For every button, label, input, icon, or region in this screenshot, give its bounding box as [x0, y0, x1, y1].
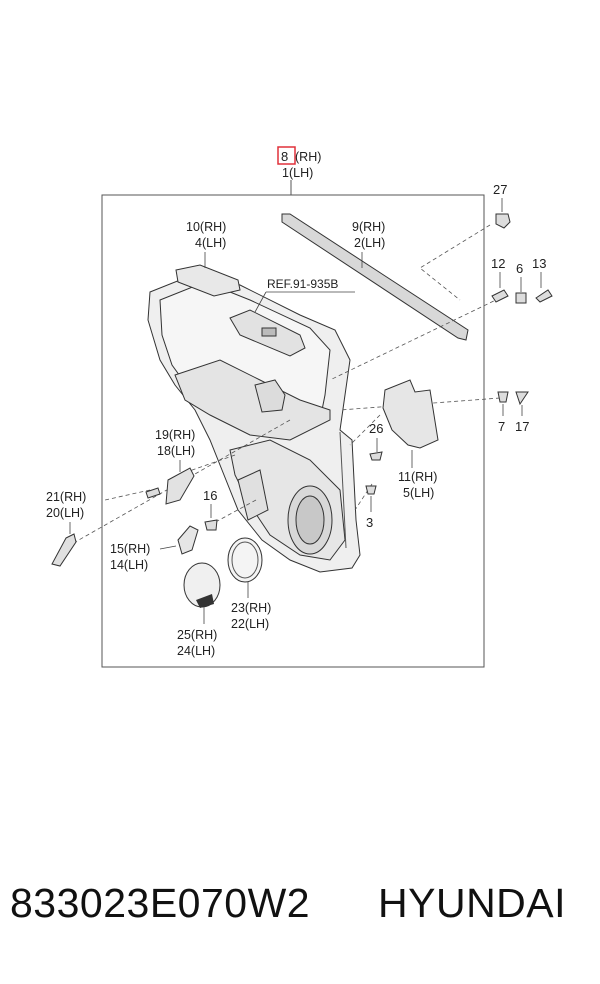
speaker-ring-inner	[231, 541, 259, 579]
callout-2: 2(LH)	[354, 236, 385, 250]
speaker-cover-detail	[196, 594, 214, 608]
callout-22: 22(LH)	[231, 617, 269, 631]
callout-8-rh: (RH)	[295, 150, 321, 164]
brand-name: HYUNDAI	[378, 880, 567, 926]
screws-lower	[497, 391, 529, 406]
bracket-19	[165, 467, 195, 505]
trim-strip	[51, 533, 77, 567]
callout-16: 16	[203, 488, 217, 503]
door-trim-panel	[147, 271, 361, 573]
callout-7: 7	[498, 419, 505, 434]
callout-8: 8	[281, 149, 288, 164]
callout-1: 1(LH)	[282, 166, 313, 180]
speaker-ring	[227, 537, 263, 583]
callout-10: 10(RH)	[186, 220, 226, 234]
callout-11: 11(RH)	[398, 470, 437, 484]
callout-25: 25(RH)	[177, 628, 217, 642]
callout-14: 14(LH)	[110, 558, 148, 572]
callout-21: 21(RH)	[46, 490, 86, 504]
garnish-strip	[175, 264, 241, 297]
screw-16	[204, 519, 218, 531]
callout-9: 9(RH)	[352, 220, 385, 234]
callout-5: 5(LH)	[403, 486, 434, 500]
callout-13: 13	[532, 256, 546, 271]
callout-4: 4(LH)	[195, 236, 226, 250]
callout-26: 26	[369, 421, 383, 436]
handle-bracket	[382, 379, 439, 449]
screws-upper	[491, 289, 553, 304]
callout-20: 20(LH)	[46, 506, 84, 520]
ref-leader	[254, 291, 267, 313]
diagram-frame	[101, 194, 485, 668]
callout-17: 17	[515, 419, 529, 434]
switch-panel	[229, 309, 306, 357]
callout-24: 24(LH)	[177, 644, 215, 658]
highlight-box	[277, 146, 296, 165]
screw-26	[369, 451, 383, 461]
clip-3	[365, 485, 377, 495]
clip-27	[495, 213, 511, 229]
callout-19: 19(RH)	[155, 428, 195, 442]
ref-label: REF.91-935B	[267, 277, 338, 291]
part-number: 833023E070W2	[10, 880, 311, 926]
screw-19	[145, 487, 161, 499]
callout-27: 27	[493, 182, 507, 197]
callout-3: 3	[366, 515, 373, 530]
callout-6: 6	[516, 261, 523, 276]
callout-18: 18(LH)	[157, 444, 195, 458]
callout-23: 23(RH)	[231, 601, 271, 615]
callout-12: 12	[491, 256, 505, 271]
callout-15: 15(RH)	[110, 542, 150, 556]
weatherstrip	[281, 213, 469, 341]
leader-15	[159, 545, 177, 550]
cover-15	[177, 525, 199, 555]
